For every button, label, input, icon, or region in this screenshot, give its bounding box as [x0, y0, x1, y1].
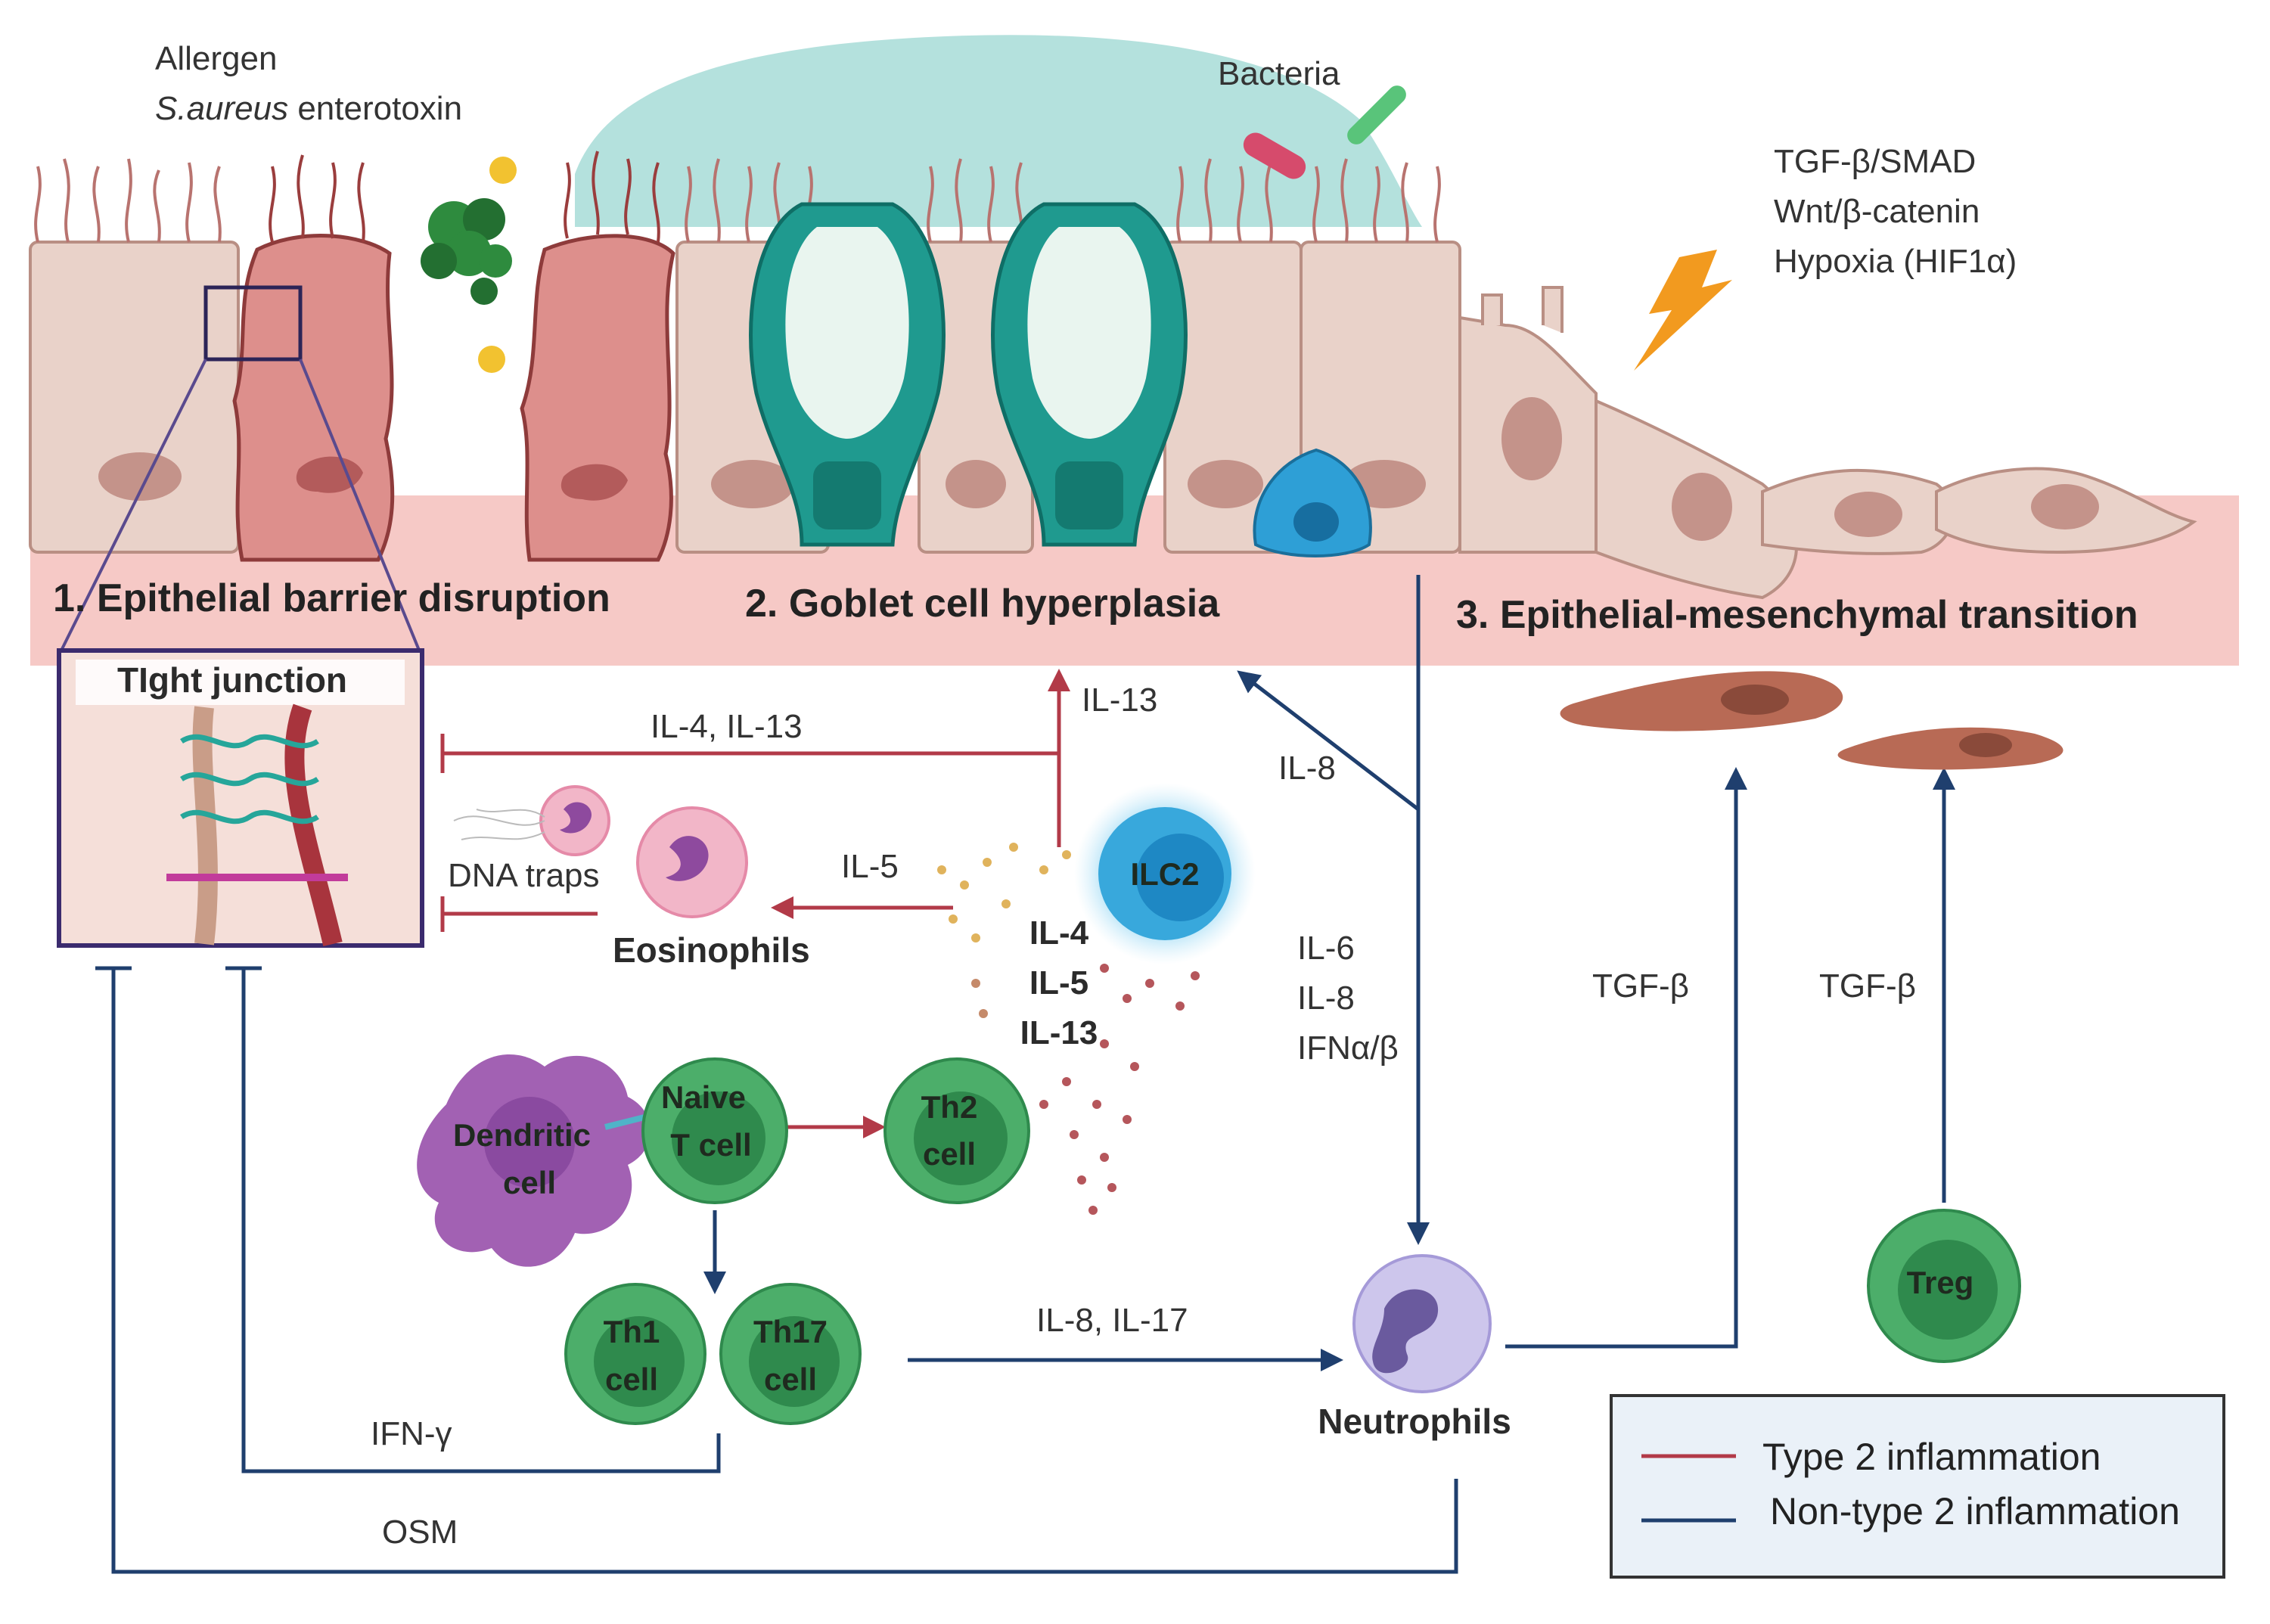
tight-junction-title: TIght junction: [117, 660, 347, 700]
pathway-tgfb-smad: TGF-β/SMAD: [1774, 143, 1976, 180]
label-tgfb-1: TGF-β: [1592, 967, 1689, 1005]
ilc2-cell: [1074, 783, 1256, 964]
bacteria-label: Bacteria: [1218, 55, 1340, 92]
label-th17-2: cell: [764, 1362, 817, 1397]
label-eosinophils: Eosinophils: [613, 930, 810, 970]
label-il8-top: IL-8: [1278, 750, 1336, 787]
label-osm: OSM: [382, 1514, 458, 1551]
label-neutrophils: Neutrophils: [1318, 1402, 1511, 1441]
mucus-layer: [575, 35, 1422, 227]
label-naive-1: Naive: [661, 1079, 746, 1115]
th1-cell: [564, 1283, 706, 1425]
label-th1-2: cell: [605, 1362, 658, 1397]
label-th2-1: Th2: [921, 1089, 978, 1125]
section-2-title: 2. Goblet cell hyperplasia: [745, 582, 1220, 626]
legend-label-nontype2: Non-type 2 inflammation: [1770, 1490, 2180, 1532]
label-dna-traps: DNA traps: [448, 857, 600, 894]
fibroblasts: [1560, 671, 2063, 770]
pathway-hypoxia: Hypoxia (HIF1α): [1774, 243, 2017, 280]
neutrophil-cell: [1352, 1254, 1492, 1393]
label-ifng: IFN-γ: [371, 1415, 452, 1452]
bacteria-icons: [1243, 85, 1406, 179]
label-th1-1: Th1: [604, 1314, 660, 1349]
label-il5: IL-5: [841, 848, 899, 885]
label-dendritic-1: Dendritic: [453, 1117, 591, 1153]
label-il4-il13: IL-4, IL-13: [651, 708, 803, 745]
label-ifn: IFNα/β: [1297, 1029, 1399, 1067]
section-3-title: 3. Epithelial-mesenchymal transition: [1456, 593, 2138, 637]
lightning-icon: [1634, 250, 1732, 371]
label-il8: IL-8: [1297, 980, 1355, 1017]
treg-cell: [1867, 1209, 2021, 1363]
tight-junction-panel: [57, 648, 424, 948]
enterotoxin-label: S.aureus enterotoxin: [155, 90, 462, 127]
allergen-particles: [421, 157, 517, 373]
label-il6: IL-6: [1297, 930, 1355, 967]
arrow-il8-to-goblet: [1237, 670, 1420, 811]
cytokine-il5: IL-5: [1029, 964, 1088, 1001]
label-th2-2: cell: [923, 1136, 976, 1172]
inhibit-ifng: [241, 968, 721, 1473]
pathway-wnt: Wnt/β-catenin: [1774, 193, 1980, 230]
th17-cell: [719, 1283, 862, 1425]
label-il13: IL-13: [1082, 682, 1157, 719]
cytokine-il13: IL-13: [1020, 1014, 1098, 1051]
cytokine-dots: [937, 843, 1200, 1215]
legend-label-type2: Type 2 inflammation: [1762, 1436, 2101, 1478]
label-naive-2: T cell: [670, 1127, 751, 1163]
eosinophil-cell: [453, 785, 748, 918]
th2-cell: [883, 1057, 1030, 1204]
arrow-neutro-to-fibro: [1505, 767, 1747, 1349]
label-th17-1: Th17: [753, 1314, 828, 1349]
section-1-title: 1. Epithelial barrier disruption: [53, 576, 610, 620]
label-dendritic-2: cell: [503, 1165, 556, 1200]
label-tgfb-2: TGF-β: [1819, 967, 1916, 1005]
allergen-label: Allergen: [155, 40, 277, 77]
goblet-cells: [749, 202, 1188, 547]
cytokine-il4: IL-4: [1029, 914, 1089, 952]
label-treg: Treg: [1907, 1265, 1974, 1300]
label-il8-il17: IL-8, IL-17: [1036, 1302, 1188, 1339]
label-ilc2: ILC2: [1130, 856, 1199, 892]
inhibit-osm: [111, 968, 1458, 1574]
legend: Type 2 inflammation Non-type 2 inflammat…: [1610, 1394, 2225, 1579]
naive-t-cell: [641, 1057, 788, 1204]
dendritic-cell: [417, 1054, 666, 1267]
